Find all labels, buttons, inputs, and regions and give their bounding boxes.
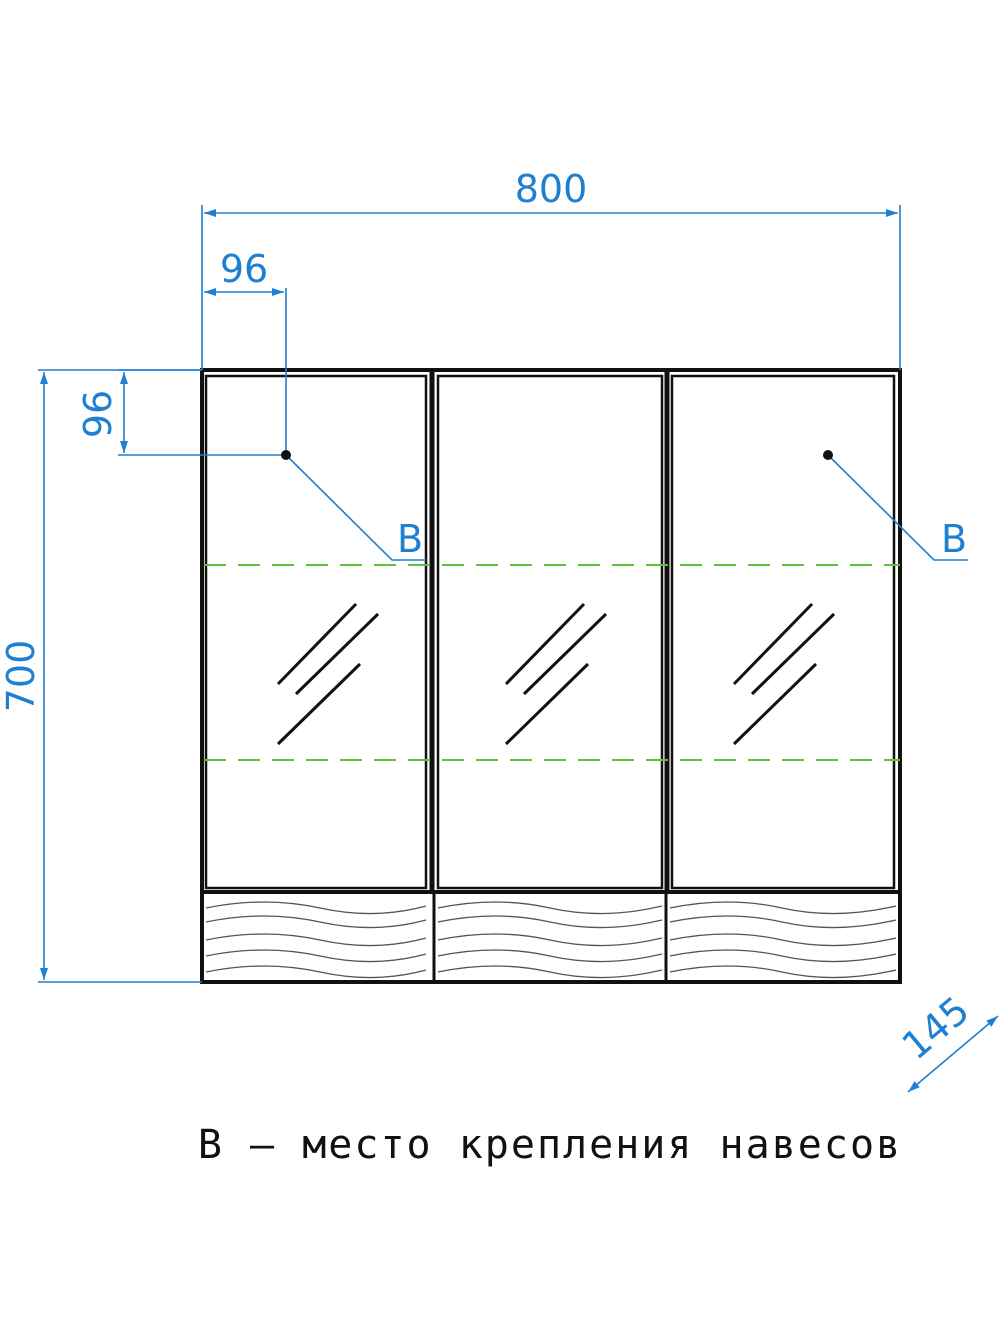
legend-caption: В – место крепления навесов [198, 1122, 902, 1168]
dimensions [38, 205, 999, 1093]
mount-label-left: B [397, 517, 423, 561]
door-left [204, 374, 428, 890]
mirror-glint-left [276, 602, 380, 746]
dim-height-label: 700 [0, 640, 43, 713]
door-right [670, 374, 896, 890]
door-center [436, 374, 664, 890]
mirror-glint-right [732, 602, 836, 746]
mirror-glint-center [504, 602, 608, 746]
bottom-panel-wave-texture [205, 901, 897, 979]
cabinet-body [200, 368, 902, 984]
cabinet-outline [200, 368, 902, 984]
mount-leader-right [827, 454, 968, 561]
dim-depth-label: 145 [894, 988, 978, 1068]
dim-depth-line [907, 1015, 999, 1093]
dim-offset-x-label: 96 [220, 247, 268, 291]
dim-offset-y-label: 96 [76, 390, 120, 438]
mount-leader-left [285, 454, 426, 561]
mount-label-right: B [941, 517, 967, 561]
shelf-lines [204, 564, 900, 761]
mount-point-right [823, 450, 833, 460]
mount-point-left [281, 450, 291, 460]
dim-width-label: 800 [515, 167, 588, 211]
